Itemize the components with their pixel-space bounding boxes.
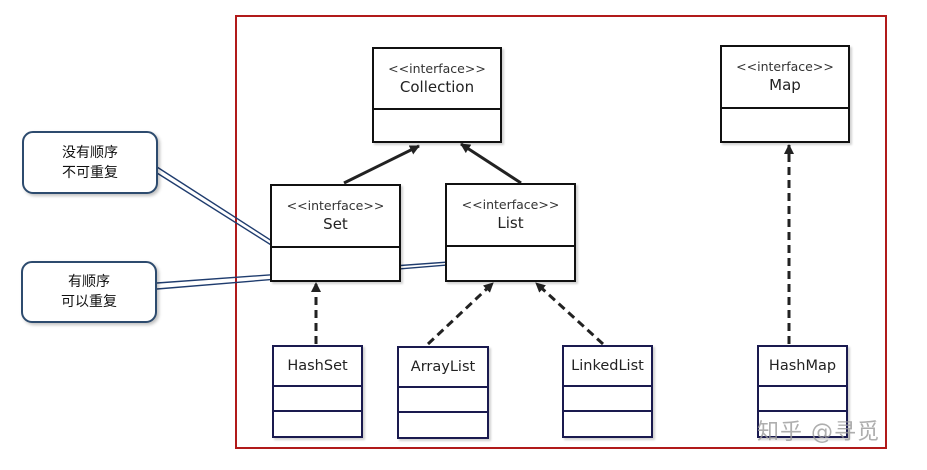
set-extends-collection-arrow xyxy=(343,144,420,185)
diagram-frame xyxy=(235,15,887,449)
list-name: List xyxy=(497,214,524,232)
collection-divider xyxy=(374,108,500,110)
hashset-divider-2 xyxy=(274,410,361,412)
list-divider xyxy=(447,245,574,247)
set-name: Set xyxy=(323,215,348,233)
arraylist-divider-2 xyxy=(399,411,487,413)
arraylist-implements-list-arrow xyxy=(426,281,495,346)
set-callout-line-2: 不可重复 xyxy=(62,164,118,181)
collection-stereotype: <<interface>> xyxy=(388,60,486,76)
set-divider xyxy=(272,246,399,248)
collection-interface-box: <<interface>> Collection xyxy=(372,47,502,143)
map-interface-box: <<interface>> Map xyxy=(720,45,850,143)
zhihu-watermark: 知乎 @寻觅 xyxy=(757,420,880,445)
list-callout-note: 有顺序 可以重复 xyxy=(21,261,157,323)
arraylist-divider-1 xyxy=(399,386,487,388)
collection-name: Collection xyxy=(399,77,475,96)
arraylist-name: ArrayList xyxy=(410,359,476,375)
list-extends-collection-arrow xyxy=(460,142,522,185)
linkedlist-divider-1 xyxy=(564,385,651,387)
list-stereotype: <<interface>> xyxy=(461,197,560,212)
hashmap-divider-1 xyxy=(759,385,846,387)
map-stereotype: <<interface>> xyxy=(736,59,834,74)
linkedlist-divider-2 xyxy=(564,410,651,412)
map-name: Map xyxy=(769,76,801,94)
linkedlist-name: LinkedList xyxy=(571,358,644,374)
hashmap-divider-2 xyxy=(759,410,846,412)
hashmap-class-box: HashMap xyxy=(757,345,848,438)
hashmap-name: HashMap xyxy=(768,358,837,374)
linkedlist-class-box: LinkedList xyxy=(562,345,653,438)
hashset-divider-1 xyxy=(274,385,361,387)
hashset-name: HashSet xyxy=(287,358,348,374)
set-interface-box: <<interface>> Set xyxy=(270,184,401,282)
set-callout-line-1: 没有顺序 xyxy=(62,144,118,161)
map-divider xyxy=(722,107,848,109)
list-callout-line-1: 有顺序 xyxy=(68,274,110,290)
linkedlist-implements-list-arrow xyxy=(534,281,605,346)
set-stereotype: <<interface>> xyxy=(286,198,385,213)
list-interface-box: <<interface>> List xyxy=(445,183,576,282)
list-callout-line-2: 可以重复 xyxy=(61,294,117,310)
hashset-class-box: HashSet xyxy=(272,345,363,438)
set-callout-note: 没有顺序 不可重复 xyxy=(22,131,158,194)
arraylist-class-box: ArrayList xyxy=(397,346,489,439)
